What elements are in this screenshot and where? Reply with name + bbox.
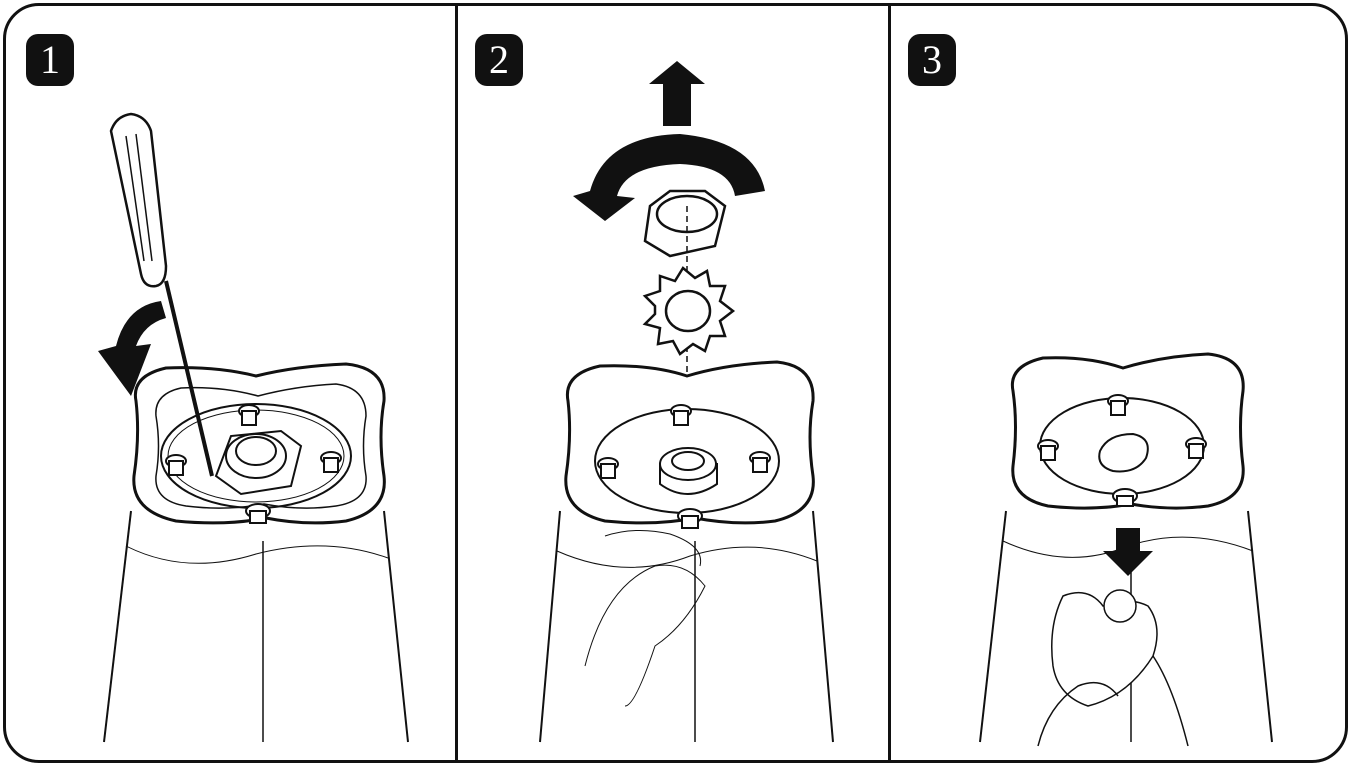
- hex-nut-icon: [645, 191, 725, 256]
- blender-jar: [104, 511, 408, 742]
- step-1-illustration: [6, 6, 455, 763]
- step-2-panel: 2: [455, 6, 888, 760]
- jar-rim: [566, 362, 814, 523]
- step-1-panel: 1: [6, 6, 455, 760]
- cloth-hand-icon: [1038, 590, 1188, 746]
- step-3-panel: 3: [888, 6, 1348, 760]
- step-2-illustration: [455, 6, 888, 763]
- down-arrow-icon: [1103, 528, 1153, 576]
- center-hub: [660, 448, 717, 494]
- instruction-frame: 1: [3, 3, 1348, 763]
- blender-jar: [540, 511, 833, 742]
- lock-washer-icon: [645, 268, 733, 354]
- center-nut: [216, 431, 301, 494]
- jar-rim: [1012, 354, 1243, 508]
- step-3-illustration: [888, 6, 1348, 763]
- up-arrow-icon: [649, 61, 705, 126]
